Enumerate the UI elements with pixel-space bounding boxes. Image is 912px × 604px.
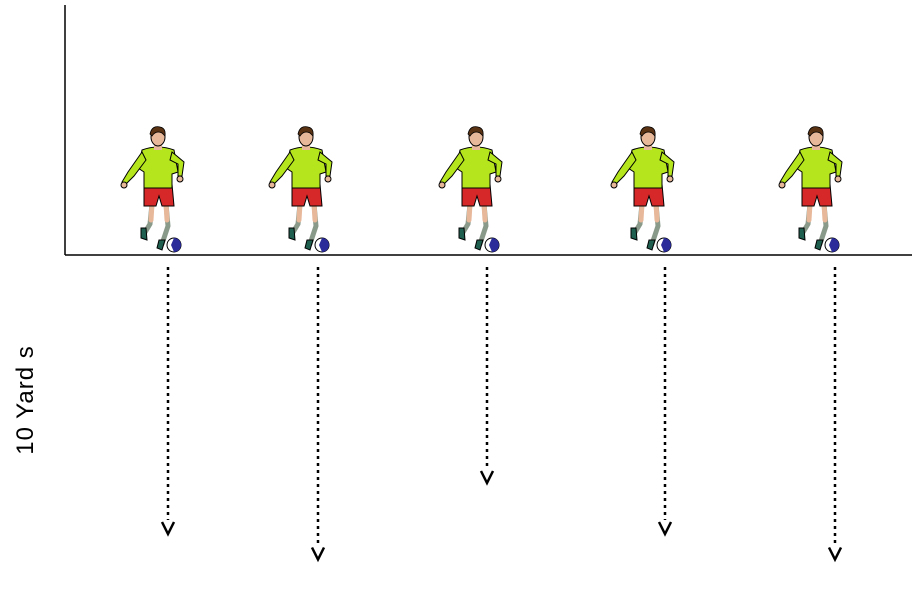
run-arrow-2 — [310, 267, 326, 563]
ball-3 — [484, 237, 500, 253]
player-4 — [610, 126, 675, 253]
players-layer — [120, 126, 843, 253]
ball-2 — [314, 237, 330, 253]
run-arrow-5 — [827, 267, 843, 563]
player-1 — [120, 126, 185, 253]
run-arrow-1 — [160, 267, 176, 537]
ball-1 — [166, 237, 182, 253]
ball-5 — [824, 237, 840, 253]
player-2 — [268, 126, 333, 253]
run-arrow-4 — [657, 267, 673, 537]
distance-label: 10 Yard s — [12, 345, 39, 455]
run-arrow-3 — [479, 267, 495, 486]
player-3 — [438, 126, 503, 253]
ball-4 — [656, 237, 672, 253]
arrows-layer — [160, 267, 843, 563]
player-5 — [778, 126, 843, 253]
